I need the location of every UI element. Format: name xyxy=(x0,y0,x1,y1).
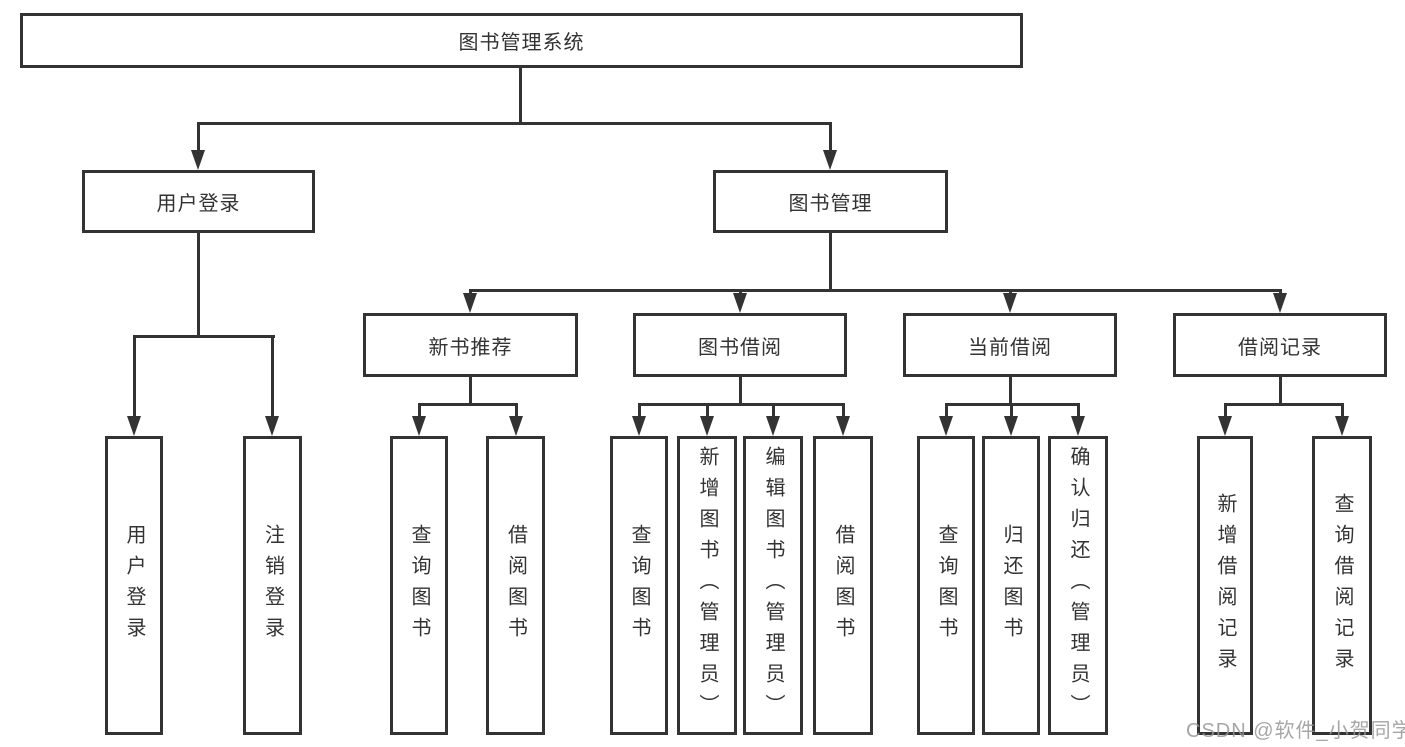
connector-book-borrow-bar xyxy=(637,403,845,406)
leaf-add-borrow-record: 新增借阅记录 xyxy=(1197,436,1253,735)
arrow-down-icon xyxy=(632,416,646,436)
connector-arrow-stub xyxy=(771,403,775,418)
arrow-down-icon xyxy=(1335,416,1349,436)
connector-level2-bar xyxy=(196,122,832,125)
arrow-down-icon xyxy=(1273,293,1287,313)
leaf-add-books-admin: 新增图书（管理员） xyxy=(677,436,737,735)
arrow-down-icon xyxy=(463,293,477,313)
node-book-management: 图书管理 xyxy=(713,170,948,233)
arrow-down-icon xyxy=(265,416,279,436)
node-borrow-records-label: 借阅记录 xyxy=(1238,336,1322,359)
leaf-query-books-current: 查询图书 xyxy=(917,436,975,735)
leaf-confirm-return-admin-label: 确认归还（管理员） xyxy=(1067,446,1089,725)
leaf-query-books-newbook: 查询图书 xyxy=(390,436,448,735)
arrow-down-icon xyxy=(733,293,747,313)
leaf-add-books-admin-label: 新增图书（管理员） xyxy=(696,446,718,725)
connector-new-book-stem xyxy=(468,374,472,406)
connector-root-stem xyxy=(518,66,522,125)
leaf-edit-books-admin: 编辑图书（管理员） xyxy=(743,436,803,735)
leaf-edit-books-admin-label: 编辑图书（管理员） xyxy=(762,446,784,725)
node-current-borrow-label: 当前借阅 xyxy=(968,336,1052,359)
node-new-book-recommend-label: 新书推荐 xyxy=(428,336,513,359)
connector-arrow-stub xyxy=(637,403,641,418)
connector-user-login-bar xyxy=(132,335,275,338)
leaf-borrow-books: 借阅图书 xyxy=(813,436,873,735)
node-book-management-label: 图书管理 xyxy=(788,193,873,215)
arrow-down-icon xyxy=(766,416,780,436)
connector-book-borrow-stem xyxy=(738,374,742,406)
connector-arrow-stub xyxy=(1340,403,1344,418)
arrow-down-icon xyxy=(939,416,953,436)
leaf-query-books-borrow: 查询图书 xyxy=(610,436,668,735)
node-current-borrow: 当前借阅 xyxy=(903,313,1117,377)
arrow-down-icon xyxy=(191,150,205,170)
node-root: 图书管理系统 xyxy=(20,13,1023,68)
leaf-logout: 注销登录 xyxy=(243,436,302,735)
arrow-down-icon xyxy=(509,416,523,436)
node-root-label: 图书管理系统 xyxy=(458,32,585,54)
connector-new-book-bar xyxy=(417,403,518,406)
connector-arrow-stub xyxy=(944,403,948,418)
leaf-return-books-label: 归还图书 xyxy=(1000,523,1022,648)
connector-arrow-stub xyxy=(1278,289,1282,296)
connector-arrow-stub xyxy=(132,335,136,418)
node-user-login: 用户登录 xyxy=(82,170,315,233)
leaf-query-books-current-label: 查询图书 xyxy=(935,523,957,648)
arrow-down-icon xyxy=(1071,416,1085,436)
arrow-down-icon xyxy=(700,416,714,436)
leaf-logout-label: 注销登录 xyxy=(261,523,284,648)
node-user-login-label: 用户登录 xyxy=(156,193,241,215)
connector-arrow-book-mgmt-stub xyxy=(828,122,832,152)
connector-borrow-records-bar xyxy=(1223,403,1344,406)
connector-arrow-stub xyxy=(514,403,518,418)
arrow-down-icon xyxy=(836,416,850,436)
leaf-user-login-label: 用户登录 xyxy=(123,523,145,648)
connector-book-mgmt-stem xyxy=(828,230,832,292)
connector-arrow-stub xyxy=(1076,403,1080,418)
leaf-borrow-books-label: 借阅图书 xyxy=(832,523,854,648)
leaf-borrow-books-newbook: 借阅图书 xyxy=(486,436,545,735)
node-borrow-records: 借阅记录 xyxy=(1173,313,1387,377)
leaf-confirm-return-admin: 确认归还（管理员） xyxy=(1048,436,1108,735)
connector-arrow-stub xyxy=(1008,289,1012,296)
connector-arrow-stub xyxy=(738,289,742,296)
connector-level3-bar xyxy=(468,289,1282,292)
node-book-borrow: 图书借阅 xyxy=(633,313,847,377)
arrow-down-icon xyxy=(1218,416,1232,436)
leaf-query-borrow-record-label: 查询借阅记录 xyxy=(1331,492,1353,679)
connector-user-login-stem xyxy=(196,230,200,337)
connector-current-borrow-stem xyxy=(1008,374,1012,406)
node-new-book-recommend: 新书推荐 xyxy=(363,313,578,377)
node-book-borrow-label: 图书借阅 xyxy=(698,336,782,359)
connector-arrow-stub xyxy=(705,403,709,418)
connector-arrow-stub xyxy=(1009,403,1013,418)
connector-arrow-stub xyxy=(468,289,472,296)
connector-arrow-stub xyxy=(1223,403,1227,418)
arrow-down-icon xyxy=(1004,416,1018,436)
arrow-down-icon xyxy=(412,416,426,436)
leaf-query-books-borrow-label: 查询图书 xyxy=(628,523,650,648)
arrow-down-icon xyxy=(823,150,837,170)
leaf-query-borrow-record: 查询借阅记录 xyxy=(1312,436,1372,735)
arrow-down-icon xyxy=(127,416,141,436)
connector-borrow-records-stem xyxy=(1278,374,1282,406)
leaf-add-borrow-record-label: 新增借阅记录 xyxy=(1214,492,1236,679)
connector-arrow-stub xyxy=(841,403,845,418)
connector-arrow-stub xyxy=(417,403,421,418)
arrow-down-icon xyxy=(1003,293,1017,313)
leaf-user-login: 用户登录 xyxy=(105,436,163,735)
leaf-query-books-newbook-label: 查询图书 xyxy=(408,523,430,648)
leaf-return-books: 归还图书 xyxy=(982,436,1040,735)
connector-arrow-user-login-stub xyxy=(196,122,200,152)
connector-arrow-stub xyxy=(270,335,274,418)
leaf-borrow-books-newbook-label: 借阅图书 xyxy=(504,523,527,648)
csdn-watermark: CSDN @软件_小贺同学 xyxy=(1186,720,1405,742)
